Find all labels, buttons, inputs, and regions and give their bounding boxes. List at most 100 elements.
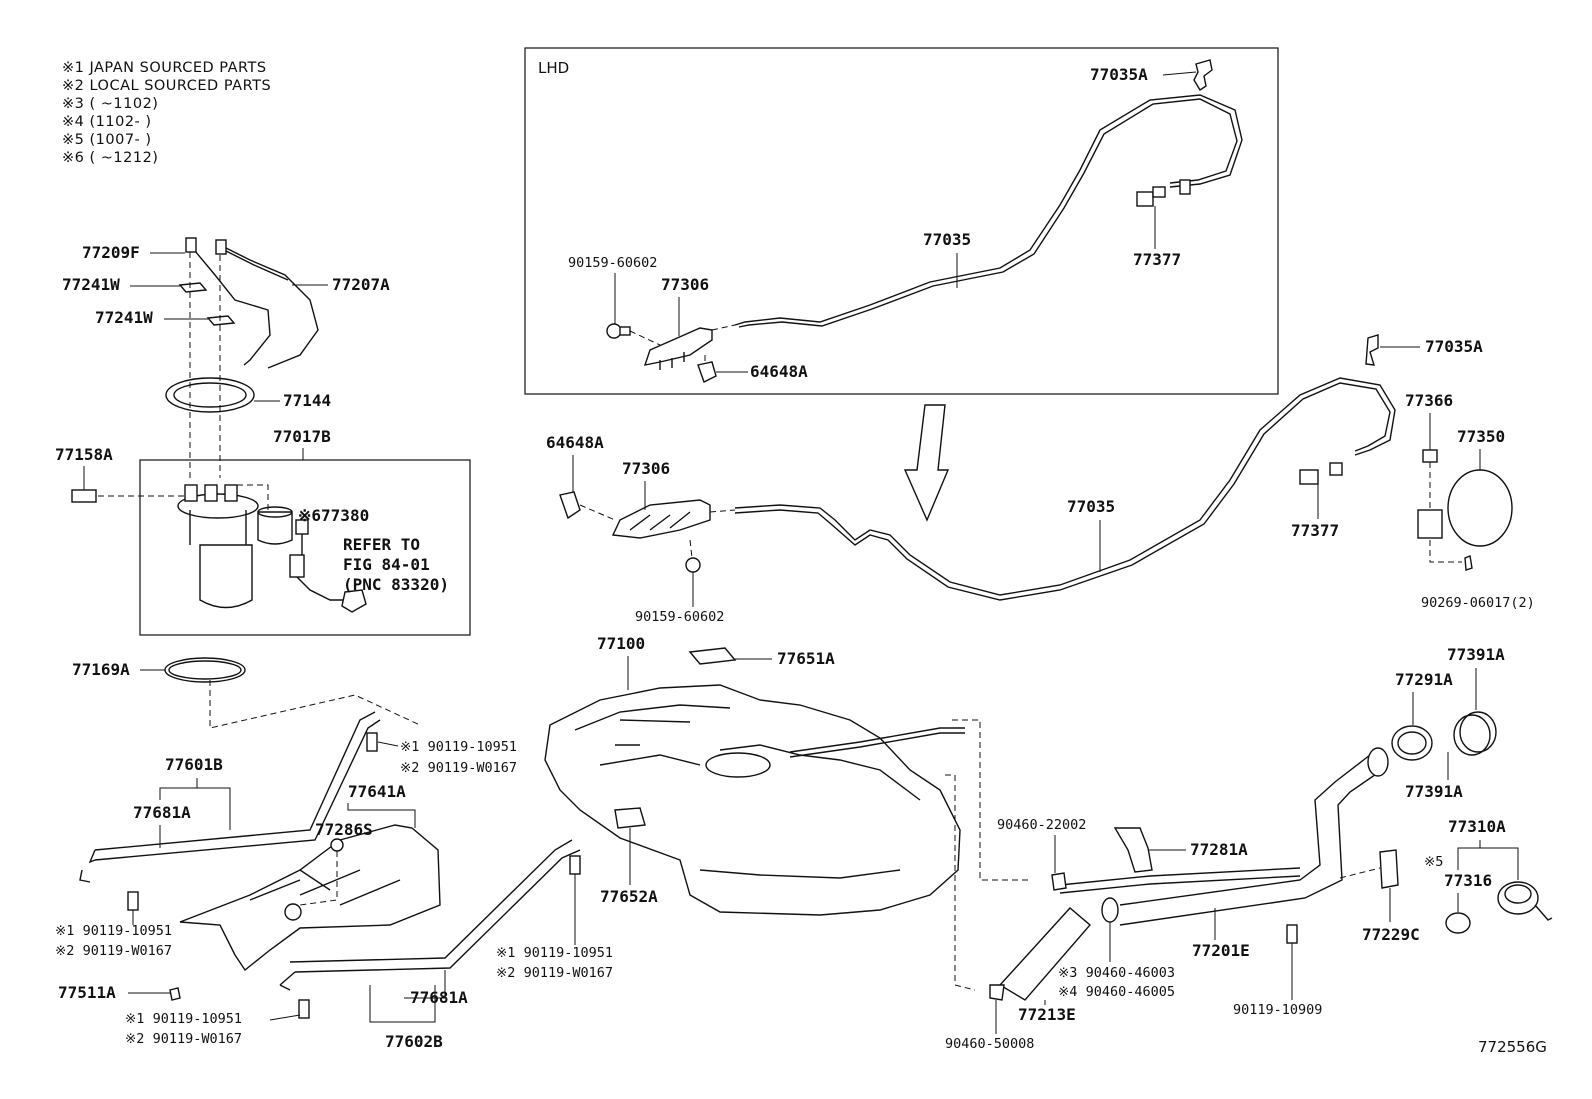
- callout-77602B: 77602B: [385, 1032, 443, 1051]
- lhd-inset: LHD 77035A 77035 77377 90159-60602 77306…: [524, 47, 1279, 395]
- bolt-drawing-3: [569, 855, 581, 875]
- callout-77213E: 77213E: [1018, 1005, 1076, 1024]
- callout-90269: 90269-06017(2): [1421, 595, 1535, 611]
- callout-90119-a2: ※2 90119-W0167: [400, 760, 517, 776]
- callout-77391A-1: 77391A: [1447, 645, 1505, 664]
- callout-77229C: 77229C: [1362, 925, 1420, 944]
- lhd-connector-drawing: [1136, 191, 1154, 207]
- note-2: ※2 LOCAL SOURCED PARTS: [62, 78, 271, 94]
- callout-90119-c2: ※2 90119-W0167: [496, 965, 613, 981]
- callout-90119-b1: ※1 90119-10951: [55, 923, 172, 939]
- fuel-line-drawing: [189, 244, 271, 366]
- bolt-drawing-1: [366, 732, 378, 752]
- callout-77511A: 77511A: [58, 983, 116, 1002]
- note-1: ※1 JAPAN SOURCED PARTS: [62, 60, 267, 76]
- grommet-drawing: [330, 838, 344, 852]
- fuel-filter-drawing: [257, 511, 293, 545]
- callout-64648A-lhd: 64648A: [750, 362, 808, 381]
- retainer-drawing-1: [178, 282, 208, 293]
- callout-77316: 77316: [1444, 871, 1492, 890]
- fuel-pump-module-drawing: [177, 493, 259, 519]
- callout-77169A: 77169A: [72, 660, 130, 679]
- fuel-lid-hinge-drawing: [1417, 509, 1443, 539]
- callout-90159: 90159-60602: [635, 609, 724, 625]
- callout-77035A-lhd: 77035A: [1090, 65, 1148, 84]
- callout-77035A: 77035A: [1425, 337, 1483, 356]
- callout-77350: 77350: [1457, 427, 1505, 446]
- callout-77017B: 77017B: [273, 427, 331, 446]
- fuel-pump-module-frame: [139, 459, 471, 636]
- retainer-drawing-2: [206, 315, 236, 326]
- lhd-label: LHD: [538, 59, 569, 77]
- retainer-ring-drawing: [165, 377, 255, 413]
- inset-arrow: [903, 404, 950, 522]
- pad-77652A-drawing: [614, 807, 646, 829]
- callout-90119-c1: ※1 90119-10951: [496, 945, 613, 961]
- tank-band-drawing-2: [289, 839, 573, 963]
- clip-77511A-drawing: [169, 987, 181, 1001]
- fuel-lid-drawing: [1447, 469, 1513, 547]
- opener-clip2-drawing: [1365, 334, 1379, 366]
- callout-77366: 77366: [1405, 391, 1453, 410]
- tank-protector-drawing: [179, 824, 441, 972]
- callout-77035: 77035: [1067, 497, 1115, 516]
- hose-clamp-drawing: [1101, 897, 1119, 923]
- refer-to-line-3: (PNC 83320): [343, 575, 449, 594]
- pad-77651A-drawing: [688, 647, 737, 665]
- clamp-90460-22002-drawing: [1051, 872, 1067, 891]
- lhd-lever-drawing: [643, 327, 713, 366]
- callout-90119-d2: ※2 90119-W0167: [125, 1031, 242, 1047]
- filler-pipe-group: 90460-22002 77281A 77291A 77391A 77391A …: [945, 645, 1553, 1052]
- callout-90119-d1: ※1 90119-10951: [125, 1011, 242, 1027]
- tank-straps-group: 77601B 77681A 77641A 77286S ※1 90119-109…: [55, 711, 613, 1051]
- callout-77651A: 77651A: [777, 649, 835, 668]
- fuel-lid-spring-drawing: [1422, 449, 1438, 463]
- callout-77291A: 77291A: [1395, 670, 1453, 689]
- callout-77144: 77144: [283, 391, 331, 410]
- refer-to-line-1: REFER TO: [343, 535, 420, 554]
- notes-legend: ※1 JAPAN SOURCED PARTS ※2 LOCAL SOURCED …: [62, 60, 271, 166]
- callout-90460-50008: 90460-50008: [945, 1036, 1034, 1052]
- note-3: ※3 ( ~1102): [62, 96, 158, 112]
- callout-77100: 77100: [597, 634, 645, 653]
- callout-77310A: 77310A: [1448, 817, 1506, 836]
- callout-90119-b2: ※2 90119-W0167: [55, 943, 172, 959]
- ring-77391A-drawing: [1459, 711, 1497, 753]
- callout-77281A: 77281A: [1190, 840, 1248, 859]
- opener-connector-drawing: [1299, 469, 1319, 485]
- callout-77391A-2: 77391A: [1405, 782, 1463, 801]
- callout-77652A: 77652A: [600, 887, 658, 906]
- lhd-bolt-drawing: [606, 323, 622, 339]
- fuel-lid-opener-group: 64648A 77306 90159-60602 77035 77035A 77…: [546, 334, 1535, 625]
- lhd-cable-drawing: [734, 94, 1243, 326]
- opener-lever-drawing: [611, 499, 711, 539]
- screw-90269-drawing: [1464, 555, 1473, 571]
- callout-77241W-1: 77241W: [62, 275, 120, 294]
- callout-77681A-1: 77681A: [133, 803, 191, 822]
- callout-77207A: 77207A: [332, 275, 390, 294]
- clip-77229C-drawing: [1379, 849, 1399, 889]
- callout-77380: ※677380: [298, 506, 369, 525]
- diagram-id: 772556G: [1478, 1038, 1547, 1056]
- tank-band-drawing-1: [94, 711, 376, 851]
- bolt-90119-10909-drawing: [1286, 924, 1298, 944]
- callout-77158A: 77158A: [55, 445, 113, 464]
- callout-77641A: 77641A: [348, 782, 406, 801]
- callout-77209F: 77209F: [82, 243, 140, 262]
- opener-cable-drawing: [734, 377, 1396, 596]
- filler-hose-drawing: [998, 907, 1091, 1001]
- clamp-90460-50008-drawing: [989, 984, 1005, 1001]
- lhd-inset-frame: [524, 47, 1279, 395]
- lhd-clip2-drawing: [697, 361, 717, 383]
- fuel-pump-group: 77209F 77241W 77241W 77207A 77144 77017B…: [55, 237, 471, 729]
- callout-77316-note: ※5: [1424, 854, 1443, 870]
- bolt-drawing-2: [127, 891, 139, 911]
- callout-77377-lhd: 77377: [1133, 250, 1181, 269]
- gasket-77316-drawing: [1445, 912, 1471, 934]
- callout-90119-a1: ※1 90119-10951: [400, 739, 517, 755]
- callout-77306: 77306: [622, 459, 670, 478]
- callout-90119-10909: 90119-10909: [1233, 1002, 1322, 1018]
- fuel-tank-group: 77100 77651A 77652A: [544, 634, 1030, 991]
- callout-90460-46003: ※3 90460-46003: [1058, 965, 1175, 981]
